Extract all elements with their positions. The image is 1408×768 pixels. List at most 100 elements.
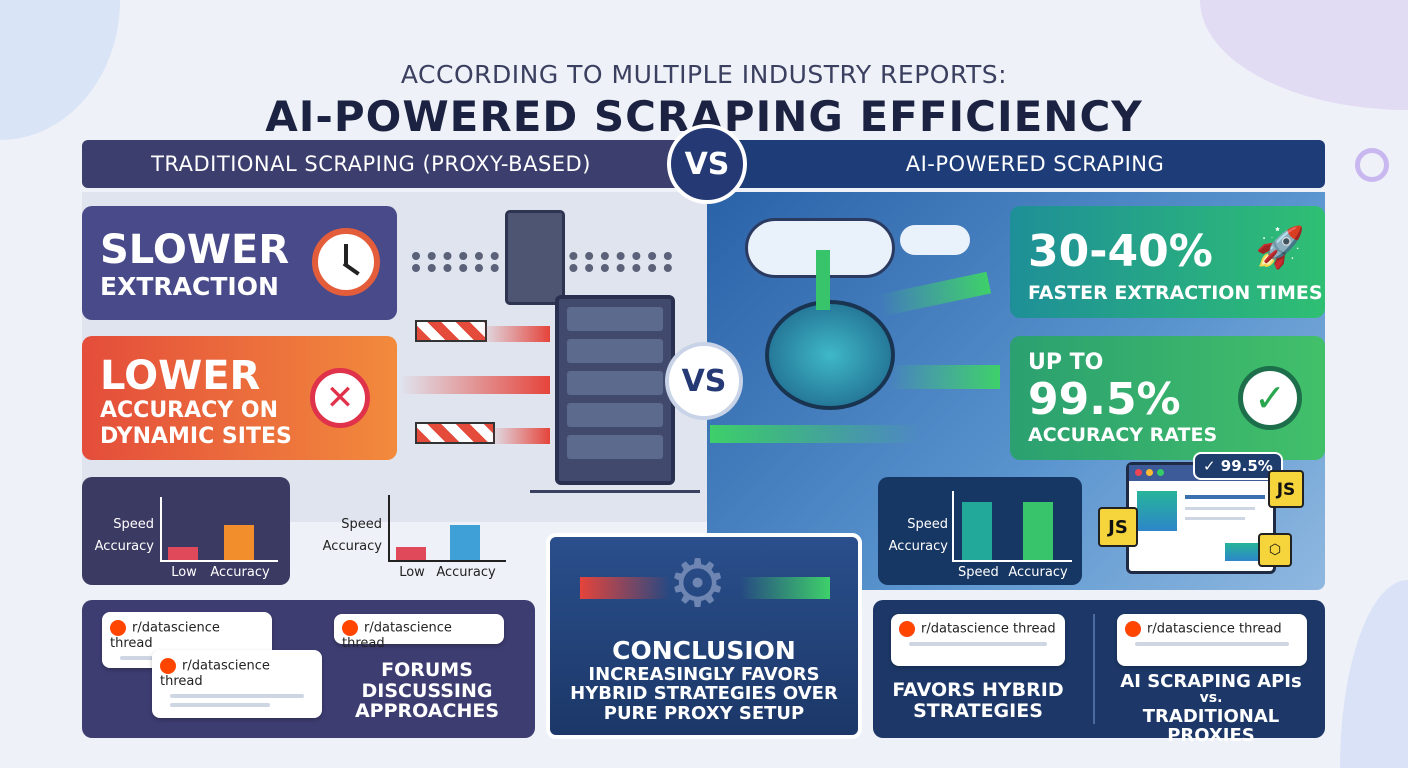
chart-bar-low — [168, 547, 198, 560]
forums-card: r/datascience thread r/datascience threa… — [82, 600, 535, 738]
chart-bar-accuracy — [224, 525, 254, 560]
chart-bar-accuracy — [1023, 502, 1053, 560]
ai-chart: Speed Accuracy Speed Accuracy — [878, 477, 1082, 585]
x-label: Speed — [958, 565, 999, 580]
chart-bar-speed — [962, 502, 992, 560]
caption-line: vs. — [1199, 690, 1223, 707]
cloud-icon — [900, 225, 970, 255]
arrow-icon — [480, 326, 550, 342]
javascript-icon: JS — [1268, 470, 1304, 508]
lower-accuracy-card: LOWER ACCURACY ON DYNAMIC SITES ✕ — [82, 336, 397, 460]
arrow-up-icon — [816, 250, 830, 310]
conclusion-line: INCREASINGLY FAVORS — [588, 664, 820, 685]
slower-extraction-card: SLOWER EXTRACTION — [82, 206, 397, 320]
card-pre: UP TO — [1028, 350, 1104, 375]
thread-title: r/datascience thread — [110, 620, 220, 652]
card-headline: SLOWER — [100, 227, 290, 273]
x-label: Low — [171, 565, 197, 580]
network-base — [530, 490, 700, 493]
y-label: Accuracy — [322, 539, 382, 554]
y-label: Accuracy — [888, 539, 948, 554]
arrow-icon — [890, 365, 1000, 389]
conclusion-line: HYBRID STRATEGIES OVER — [570, 683, 838, 705]
card-headline: LOWER — [100, 353, 261, 399]
page-subtitle: ACCORDING TO MULTIPLE INDUSTRY REPORTS: — [400, 60, 1008, 89]
barrier-icon — [415, 422, 495, 444]
accuracy-badge: ✓ 99.5% — [1193, 452, 1283, 480]
hybrid-caption: FAVORS HYBRID STRATEGIES — [883, 680, 1073, 721]
y-label: Accuracy — [94, 539, 154, 554]
y-label: Speed — [341, 517, 382, 532]
arrow-left-icon — [580, 577, 670, 599]
reddit-icon — [342, 620, 358, 636]
conclusion-text: INCREASINGLY FAVORS HYBRID STRATEGIES OV… — [550, 664, 858, 724]
forums-caption: FORUMS DISCUSSING APPROACHES — [352, 660, 502, 722]
chart-bar-accuracy — [450, 525, 480, 560]
card-sub: DYNAMIC SITES — [100, 424, 292, 449]
ai-header: AI-POWERED SCRAPING — [715, 140, 1325, 188]
reddit-icon — [160, 658, 176, 674]
reddit-thread-bubble: r/datascience thread — [334, 614, 504, 651]
vs-badge-middle: VS — [665, 342, 743, 420]
caption-line: STRATEGIES — [913, 699, 1043, 722]
caption-line: APPROACHES — [354, 700, 500, 723]
chart-bar-low — [396, 547, 426, 560]
caption-line: AI SCRAPING APIs — [1120, 671, 1302, 692]
reddit-thread-bubble: r/datascience thread — [152, 650, 322, 718]
card-sub: ACCURACY ON — [100, 398, 278, 423]
decor-blob — [1340, 580, 1408, 768]
card-sub: EXTRACTION — [100, 272, 279, 301]
brain-icon — [765, 300, 895, 410]
chart-axis — [160, 560, 278, 562]
card-sub: FASTER EXTRACTION TIMES — [1028, 282, 1323, 304]
accuracy-rate-card: UP TO 99.5% ACCURACY RATES ✓ — [1010, 336, 1325, 460]
conclusion-title: CONCLUSION — [612, 636, 796, 665]
traditional-chart-1: Speed Accuracy Low Accuracy — [82, 477, 290, 585]
gear-icon: ⚙ — [668, 545, 728, 622]
card-headline: 30-40% — [1028, 226, 1213, 277]
javascript-icon: JS — [1098, 507, 1138, 547]
y-label: Speed — [113, 517, 154, 532]
arrow-icon — [710, 425, 920, 443]
arrow-right-icon — [740, 577, 830, 599]
x-label: Accuracy — [1008, 565, 1068, 580]
card-sub: ACCURACY RATES — [1028, 424, 1218, 446]
arrow-icon — [490, 428, 550, 444]
chart-axis — [952, 491, 954, 561]
check-circle-icon: ✓ — [1238, 366, 1302, 430]
chart-axis — [388, 560, 506, 562]
thread-title: r/datascience thread — [1147, 621, 1282, 637]
reddit-icon — [1125, 621, 1141, 637]
chart-axis — [952, 560, 1072, 562]
caption-line: FAVORS HYBRID — [892, 679, 1064, 701]
faster-extraction-card: 30-40% FASTER EXTRACTION TIMES 🚀 — [1010, 206, 1325, 318]
caption-line: TRADITIONAL PROXIES — [1142, 705, 1280, 746]
api-vs-proxies-caption: AI SCRAPING APIs vs. TRADITIONAL PROXIES — [1105, 671, 1317, 746]
barrier-icon — [415, 320, 487, 342]
traditional-chart-2: Speed Accuracy Low Accuracy — [318, 477, 508, 585]
vs-badge-top: VS — [667, 124, 747, 204]
caption-line: FORUMS — [381, 659, 473, 681]
x-label: Accuracy — [436, 565, 496, 580]
code-tag-icon: ⬡ — [1258, 533, 1292, 567]
clock-icon — [312, 228, 380, 296]
conclusion-card: ⚙ CONCLUSION INCREASINGLY FAVORS HYBRID … — [546, 533, 862, 739]
chart-axis — [388, 495, 390, 561]
reddit-thread-bubble: r/datascience thread — [891, 614, 1065, 666]
reddit-icon — [110, 620, 126, 636]
x-label: Accuracy — [210, 565, 270, 580]
divider — [1093, 614, 1095, 724]
server-rack-icon — [505, 210, 565, 305]
server-rack-icon — [555, 295, 675, 485]
arrow-icon — [400, 376, 550, 394]
reddit-icon — [899, 621, 915, 637]
rocket-icon: 🚀 — [1255, 225, 1305, 271]
caption-line: DISCUSSING — [361, 679, 493, 702]
conclusion-line: PURE PROXY SETUP — [603, 702, 805, 724]
traditional-header: TRADITIONAL SCRAPING (PROXY-BASED) — [82, 140, 700, 188]
reddit-thread-bubble: r/datascience thread — [1117, 614, 1307, 666]
x-label: Low — [399, 565, 425, 580]
thread-title: r/datascience thread — [342, 620, 452, 652]
thread-title: r/datascience thread — [921, 621, 1056, 637]
thread-title: r/datascience thread — [160, 658, 270, 690]
